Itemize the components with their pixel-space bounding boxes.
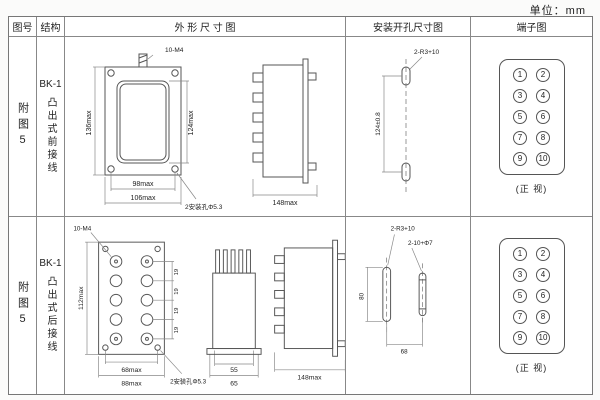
dim-68: 68 bbox=[401, 348, 408, 355]
terminal-6: 6 bbox=[536, 288, 550, 303]
terminal-10: 10 bbox=[536, 330, 550, 345]
dim-136max: 136max bbox=[86, 110, 93, 135]
dimension-lines bbox=[365, 234, 423, 347]
row1-fig-no: 附图5 bbox=[9, 37, 37, 217]
dimension-lines bbox=[93, 54, 318, 205]
row1-terminal-cell: 1 2 3 4 5 6 7 8 9 10 (正 视) bbox=[471, 37, 592, 217]
terminal-1: 1 bbox=[513, 67, 527, 82]
front-view bbox=[98, 241, 165, 355]
mount-slots bbox=[382, 257, 427, 334]
model-label: BK-1 bbox=[39, 78, 62, 90]
terminal-7: 7 bbox=[513, 130, 527, 145]
outline-drawing-rear-wiring: 10-M4 112max 19 19 19 19 68max 88max 2安装… bbox=[73, 226, 345, 388]
row2-mounting-drawing: 2-R3+10 2-10+Φ7 80 68 bbox=[346, 217, 471, 394]
terminal-5: 5 bbox=[513, 109, 527, 124]
model-label: BK-1 bbox=[39, 257, 62, 269]
dimension-lines bbox=[382, 56, 423, 173]
dim-112max: 112max bbox=[78, 286, 85, 310]
mounting-hole-drawing-rear-wiring: 2-R3+10 2-10+Φ7 80 68 bbox=[359, 226, 434, 356]
terminal-3: 3 bbox=[513, 267, 527, 282]
dim-55: 55 bbox=[230, 367, 238, 374]
terminal-1: 1 bbox=[513, 246, 527, 261]
dim-98max: 98max bbox=[132, 181, 154, 188]
header-fig-no: 图号 bbox=[9, 17, 37, 37]
row1-outline-drawing: 136max 124max 98max 106max 10-M4 2安装孔Φ5.… bbox=[65, 37, 346, 217]
dim-124max: 124max bbox=[188, 110, 195, 135]
header-terminal: 端子图 bbox=[471, 17, 592, 37]
terminal-6: 6 bbox=[536, 109, 550, 124]
row1-mounting-drawing: 2-R3+10 124±0.8 bbox=[346, 37, 471, 217]
mount-slots bbox=[401, 59, 411, 193]
dimension-labels: 136max 124max 98max 106max 10-M4 2安装孔Φ5.… bbox=[86, 47, 298, 211]
dim-148max: 148max bbox=[273, 200, 298, 207]
dim-19-2: 19 bbox=[174, 288, 180, 294]
dimension-labels: 10-M4 112max 19 19 19 19 68max 88max 2安装… bbox=[73, 226, 322, 388]
terminal-7: 7 bbox=[513, 309, 527, 324]
side-view bbox=[252, 58, 317, 184]
dim-19-3: 19 bbox=[174, 308, 180, 314]
terminal-caption: (正 视) bbox=[515, 183, 548, 194]
terminal-caption: (正 视) bbox=[515, 362, 548, 373]
dim-80: 80 bbox=[359, 292, 366, 299]
terminal-3: 3 bbox=[513, 88, 527, 103]
outline-drawing-front-wiring: 136max 124max 98max 106max 10-M4 2安装孔Φ5.… bbox=[86, 47, 318, 211]
terminal-diagram: 1 2 3 4 5 6 7 8 9 10 bbox=[498, 58, 565, 175]
side-view bbox=[274, 239, 345, 357]
fig-no-text: 附图5 bbox=[16, 281, 29, 330]
mounting-hole-drawing-front-wiring: 2-R3+10 124±0.8 bbox=[375, 49, 439, 193]
terminal-5: 5 bbox=[513, 288, 527, 303]
terminal-10: 10 bbox=[536, 151, 550, 166]
front-view bbox=[104, 53, 182, 176]
note-slot: 2-R3+10 bbox=[414, 49, 439, 56]
terminal-8: 8 bbox=[536, 130, 550, 145]
structure-desc: 凸出式前接线 bbox=[45, 96, 56, 175]
note-mount-holes: 2安装孔Φ5.3 bbox=[185, 202, 223, 211]
terminal-4: 4 bbox=[536, 88, 550, 103]
note-screws: 10-M4 bbox=[165, 47, 184, 54]
header-outline: 外 形 尺 寸 图 bbox=[65, 17, 346, 37]
terminal-2: 2 bbox=[536, 246, 550, 261]
rear-view bbox=[206, 249, 262, 355]
terminal-2: 2 bbox=[536, 67, 550, 82]
dimension-table: 图号 结构 外 形 尺 寸 图 安装开孔尺寸图 端子图 附图5 BK-1 凸出式… bbox=[8, 16, 593, 395]
row2-fig-no: 附图5 bbox=[9, 217, 37, 394]
row2-structure: BK-1 凸出式后接线 bbox=[37, 217, 65, 394]
terminal-9: 9 bbox=[513, 151, 527, 166]
terminal-4: 4 bbox=[536, 267, 550, 282]
terminal-8: 8 bbox=[536, 309, 550, 324]
header-structure: 结构 bbox=[37, 17, 65, 37]
dim-106max: 106max bbox=[131, 195, 156, 202]
row2-outline-drawing: 10-M4 112max 19 19 19 19 68max 88max 2安装… bbox=[65, 217, 346, 394]
terminal-diagram: 1 2 3 4 5 6 7 8 9 10 bbox=[498, 237, 565, 354]
dim-19-4: 19 bbox=[174, 327, 180, 333]
dimension-labels: 2-R3+10 124±0.8 bbox=[375, 49, 439, 136]
dim-19-1: 19 bbox=[174, 269, 180, 275]
terminal-9: 9 bbox=[513, 330, 527, 345]
note-hole: 2-10+Φ7 bbox=[408, 240, 433, 247]
row1-structure: BK-1 凸出式前接线 bbox=[37, 37, 65, 217]
note-slot: 2-R3+10 bbox=[391, 226, 416, 233]
dim-88max: 88max bbox=[121, 380, 142, 387]
header-mounting: 安装开孔尺寸图 bbox=[346, 17, 471, 37]
note-mount-holes: 2安装孔Φ5.3 bbox=[170, 376, 207, 385]
dimension-labels: 2-R3+10 2-10+Φ7 80 68 bbox=[359, 226, 434, 356]
dim-65: 65 bbox=[230, 380, 238, 387]
dim-68max: 68max bbox=[121, 367, 142, 374]
structure-desc: 凸出式后接线 bbox=[45, 275, 56, 354]
unit-label: 单位：mm bbox=[529, 5, 586, 17]
dim-148max: 148max bbox=[297, 374, 322, 381]
note-screws: 10-M4 bbox=[73, 226, 91, 233]
dimension-lines bbox=[85, 232, 345, 378]
row2-terminal-cell: 1 2 3 4 5 6 7 8 9 10 (正 视) bbox=[471, 217, 592, 394]
fig-no-text: 附图5 bbox=[16, 102, 29, 151]
dim-124: 124±0.8 bbox=[375, 112, 382, 136]
